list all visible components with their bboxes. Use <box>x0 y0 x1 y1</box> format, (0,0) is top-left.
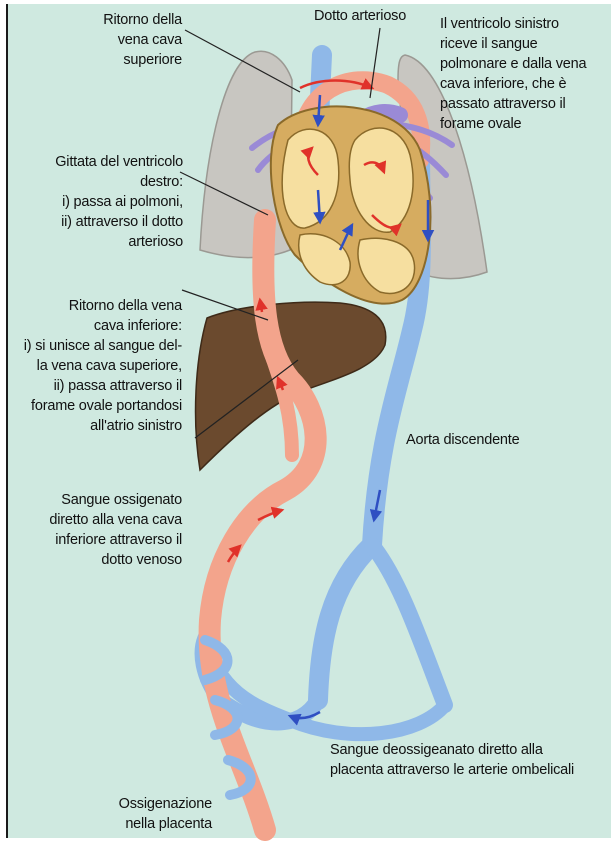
label-ritorno-vena-cava-inferiore: Ritorno della vena cava inferiore: i) si… <box>14 296 182 436</box>
label-ritorno-vena-cava-superiore: Ritorno della vena cava superiore <box>62 10 182 70</box>
label-dotto-arterioso: Dotto arterioso <box>314 6 434 26</box>
label-ventricolo-sinistro: Il ventricolo sinistro riceve il sangue … <box>440 14 610 134</box>
label-sangue-deossigenato: Sangue deossigeanato diretto alla placen… <box>330 740 608 780</box>
label-aorta-discendente: Aorta discendente <box>406 430 556 450</box>
aorta-right-branch <box>372 545 445 705</box>
label-sangue-ossigenato: Sangue ossigenato diretto alla vena cava… <box>20 490 182 570</box>
label-gittata-ventricolo-destro: Gittata del ventricolo destro: i) passa … <box>18 152 183 252</box>
label-ossigenazione-placenta: Ossigenazione nella placenta <box>90 794 212 834</box>
